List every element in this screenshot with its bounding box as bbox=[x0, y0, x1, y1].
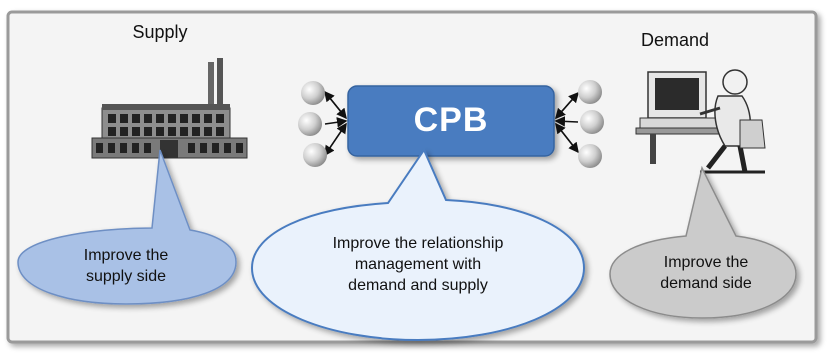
node-sphere-icon bbox=[298, 112, 322, 136]
center-callout-shape bbox=[250, 147, 586, 342]
node-sphere-icon bbox=[578, 144, 602, 168]
demand-callout-shape bbox=[609, 165, 797, 319]
left-node-connectors bbox=[324, 90, 348, 157]
cpb-label: CPB bbox=[413, 101, 489, 139]
factory-icon bbox=[91, 58, 248, 159]
computer-user-icon bbox=[635, 69, 766, 174]
node-sphere-icon bbox=[578, 80, 602, 104]
node-sphere-icon bbox=[303, 143, 327, 167]
demand-callout-text: Improve the demand side bbox=[660, 254, 752, 292]
right-node-connectors bbox=[554, 91, 579, 154]
supply-callout-shape bbox=[17, 149, 237, 305]
center-callout-text: Improve the relationship management with… bbox=[332, 235, 504, 294]
supply-callout-text: Improve the supply side bbox=[83, 247, 169, 285]
node-sphere-icon bbox=[580, 110, 604, 134]
demand-title: Demand bbox=[640, 30, 710, 50]
supply-title: Supply bbox=[132, 22, 188, 42]
cpb-box bbox=[347, 85, 555, 157]
node-sphere-icon bbox=[301, 81, 325, 105]
